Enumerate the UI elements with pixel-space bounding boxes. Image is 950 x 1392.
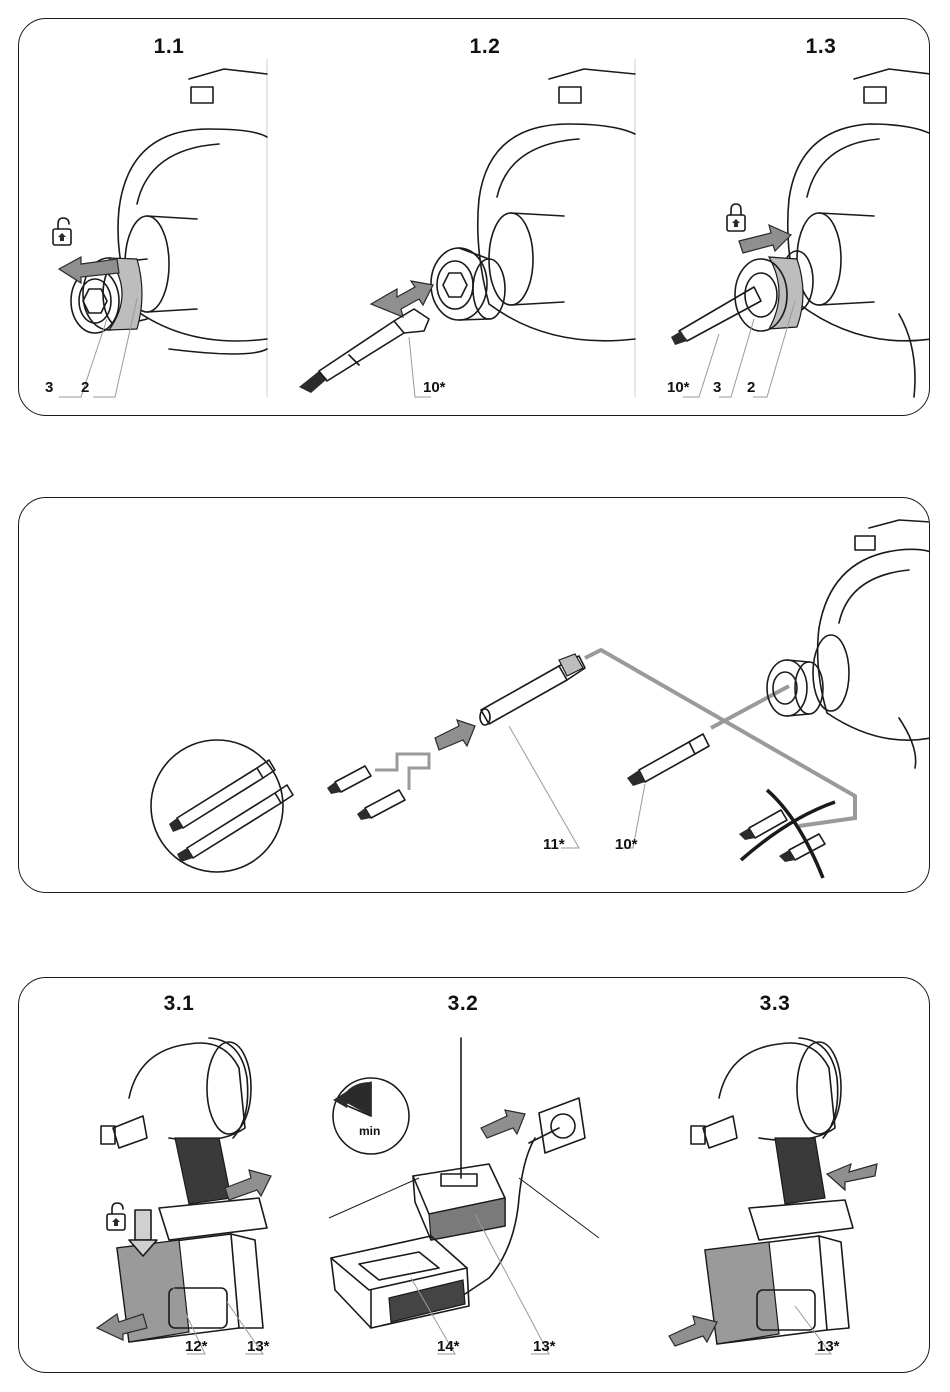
step-title-1-2: 1.2 — [470, 35, 501, 59]
callout-1-2-a: 10* — [423, 379, 446, 396]
callout-3-3-a: 13* — [817, 1338, 840, 1355]
short-bits-pair — [327, 754, 429, 820]
push-arrow-3-3-top — [827, 1164, 877, 1190]
insert-arrow-2 — [435, 720, 475, 750]
callout-3-1-b: 13* — [247, 1338, 270, 1355]
callout-3-2-a: 14* — [437, 1338, 460, 1355]
battery-pack-3-2 — [413, 1164, 505, 1240]
pull-arrow-1-1 — [59, 257, 119, 283]
push-arrow-3-3-bottom — [669, 1316, 717, 1346]
cross-out-icon — [739, 790, 835, 878]
callout-11: 11* — [543, 836, 565, 853]
wall-socket — [459, 1098, 585, 1298]
charger-3-2 — [331, 1236, 469, 1328]
step-title-1-3: 1.3 — [806, 35, 837, 59]
impact-driver-3-3 — [691, 1038, 853, 1344]
panel3-illustration — [19, 978, 930, 1373]
push-arrow-1-3 — [739, 225, 791, 253]
callout-3-2-b: 13* — [533, 1338, 556, 1355]
step-title-3-1: 3.1 — [164, 992, 195, 1016]
panel-bit-holder: 11* 10* — [18, 497, 930, 893]
slide-in-arrow-3-1 — [225, 1170, 271, 1200]
driver-head-2 — [767, 520, 930, 768]
step-title-3-2: 3.2 — [448, 992, 479, 1016]
collar-1-3 — [671, 257, 803, 345]
callout-10: 10* — [615, 836, 638, 853]
clock-timer-icon — [333, 1078, 409, 1154]
bit-holder — [480, 654, 585, 725]
padlock-open-icon — [53, 218, 71, 245]
panel-bit-insertion: 1.1 1.2 1.3 3 2 10* 10* 3 2 — [18, 18, 930, 416]
callout-1-3-a: 10* — [667, 379, 690, 396]
callout-1-3-c: 2 — [747, 379, 755, 396]
panel-battery: 3.1 3.2 3.3 min 12* 13* 14* 13* 13* — [18, 977, 930, 1373]
callout-1-1-b: 2 — [81, 379, 89, 396]
panel2-illustration — [19, 498, 930, 893]
timer-label: min — [359, 1124, 380, 1138]
step-title-3-3: 3.3 — [760, 992, 791, 1016]
screw-bit-10 — [627, 734, 709, 786]
screw-bit-1-2 — [299, 309, 429, 393]
driver-head-1-3 — [781, 69, 930, 397]
plug-in-arrow — [481, 1110, 525, 1138]
panel1-illustration — [19, 19, 930, 416]
driver-head-1-2 — [431, 69, 635, 341]
callout-3-1-a: 12* — [185, 1338, 208, 1355]
padlock-closed-icon — [727, 204, 745, 231]
step-title-1-1: 1.1 — [154, 35, 185, 59]
callout-1-1-a: 3 — [45, 379, 53, 396]
bit-inset-circle — [151, 740, 293, 872]
insert-arrow-1-2 — [371, 281, 433, 317]
callout-1-3-b: 3 — [713, 379, 721, 396]
padlock-open-icon-3-1 — [107, 1203, 125, 1230]
